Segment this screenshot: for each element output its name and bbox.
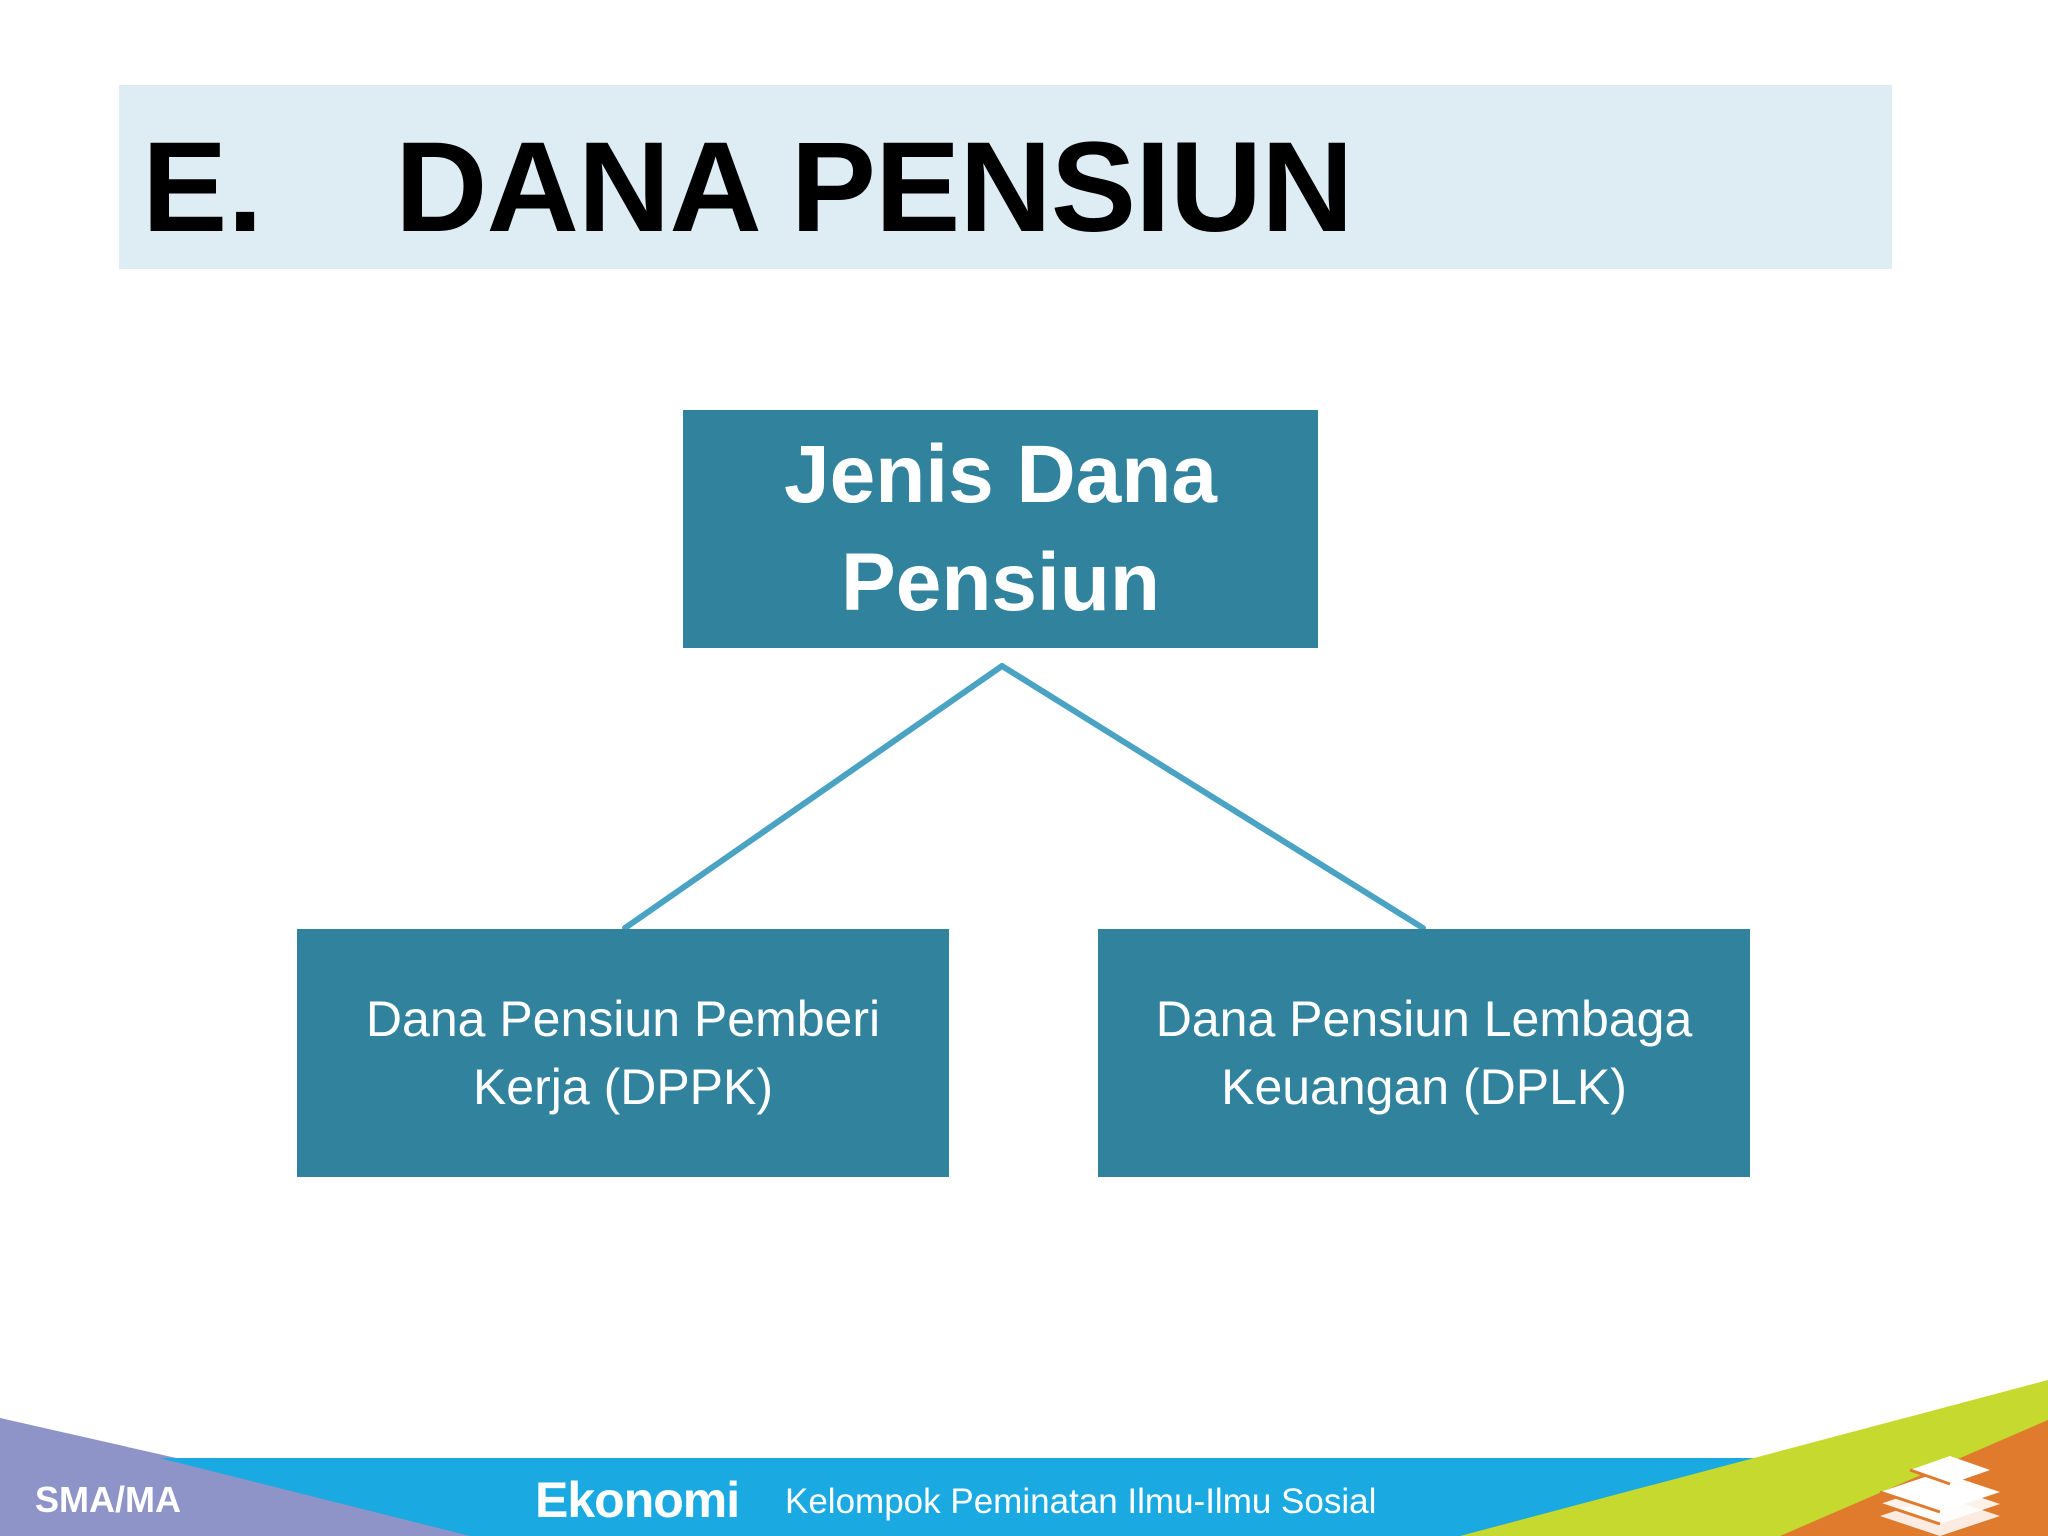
title-band [119, 85, 1892, 269]
child-node-label-line1: Dana Pensiun Lembaga [1155, 991, 1693, 1047]
diagram-root-node: Jenis Dana Pensiun [683, 410, 1318, 648]
section-letter: E. [142, 116, 263, 259]
diagram-child-node-dplk: Dana Pensiun Lembaga Keuangan (DPLK) [1098, 929, 1750, 1177]
footer-level-label: SMA/MA [35, 1479, 181, 1520]
child-node-label-line2: Keuangan (DPLK) [1221, 1059, 1627, 1115]
diagram-child-node-dppk: Dana Pensiun Pemberi Kerja (DPPK) [297, 929, 949, 1177]
connector-left [622, 663, 1005, 931]
footer-group-label: Kelompok Peminatan Ilmu-Ilmu Sosial [785, 1482, 1377, 1521]
child-node-label-line1: Dana Pensiun Pemberi [365, 991, 881, 1047]
footer-subject-label: Ekonomi [535, 1472, 740, 1528]
footer-purple-overlay [0, 1418, 470, 1536]
books-stack-icon [1879, 1456, 2000, 1536]
child-node-label-line2: Kerja (DPPK) [472, 1059, 774, 1115]
page-title: DANA PENSIUN [395, 116, 1354, 259]
root-node-label-line1: Jenis Dana [784, 429, 1217, 520]
connector-right [999, 663, 1426, 931]
root-node-label-line2: Pensiun [841, 537, 1160, 628]
footer-banner [0, 1380, 2048, 1536]
